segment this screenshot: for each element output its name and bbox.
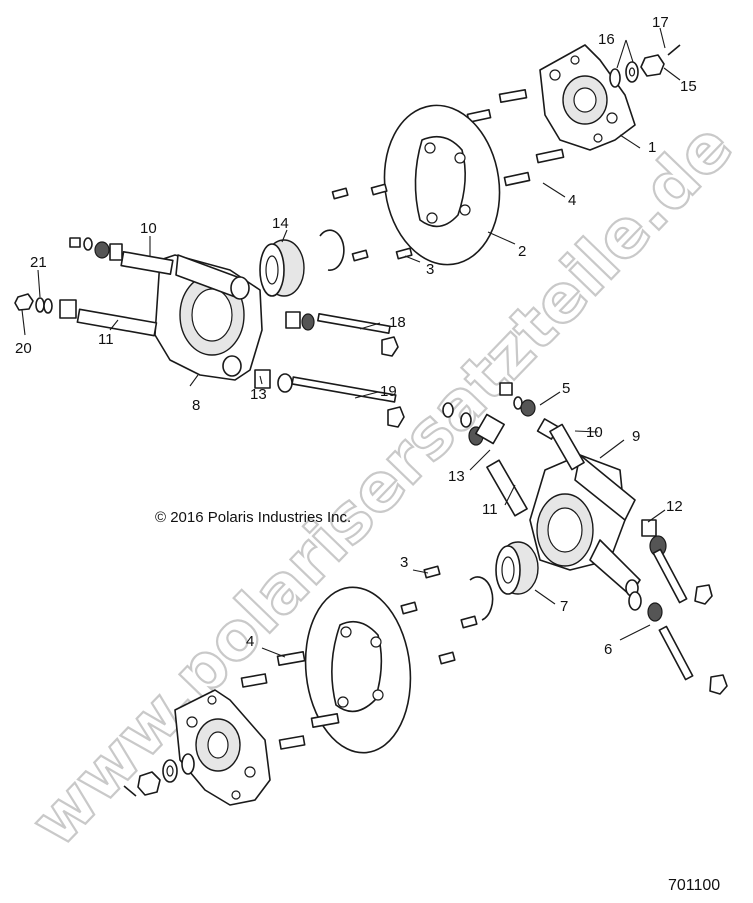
- callout-7: 7: [560, 598, 568, 615]
- callout-10b: 10: [586, 424, 603, 441]
- lug-studs-lower: [240, 651, 340, 750]
- cotter-pin-17: [667, 44, 681, 56]
- washers-16: [609, 61, 639, 88]
- bearing-upper: [259, 239, 305, 297]
- brake-disc-upper: [383, 104, 501, 266]
- callout-20: 20: [15, 340, 32, 357]
- callout-17: 17: [652, 14, 669, 31]
- callout-numbers: 1 2 3 3 4 4 5 6 7 8 9 10 10 11 11 12 13 …: [15, 14, 697, 658]
- callout-13b: 13: [448, 468, 465, 485]
- disc-bolts-upper: [331, 183, 413, 262]
- bearing-lower: [495, 541, 539, 595]
- callout-16: 16: [598, 31, 615, 48]
- callout-15: 15: [680, 78, 697, 95]
- callout-8: 8: [192, 397, 200, 414]
- callout-9: 9: [632, 428, 640, 445]
- brake-disc-lower: [304, 586, 412, 754]
- knuckle-upper: [154, 254, 263, 381]
- callout-18: 18: [389, 314, 406, 331]
- leader-lines: [21, 27, 681, 658]
- callout-6: 6: [604, 641, 612, 658]
- callout-21: 21: [30, 254, 47, 271]
- sleeve-10-upper: [120, 250, 174, 276]
- document-number: 701100: [668, 877, 720, 894]
- callout-5: 5: [562, 380, 570, 397]
- disc-bolts-lower: [400, 565, 478, 665]
- callout-3a: 3: [426, 261, 434, 278]
- callout-4b: 4: [246, 633, 254, 650]
- callout-2: 2: [518, 243, 526, 260]
- sleeve-11-upper: [76, 308, 158, 337]
- knuckle-lower: [529, 454, 641, 597]
- callout-11a: 11: [98, 331, 114, 348]
- callout-4a: 4: [568, 192, 576, 209]
- callout-11b: 11: [482, 501, 498, 518]
- callout-12: 12: [666, 498, 683, 515]
- callout-19: 19: [380, 383, 397, 400]
- copyright-notice: © 2016 Polaris Industries Inc.: [155, 509, 351, 526]
- hub-upper: [539, 44, 636, 151]
- callout-3b: 3: [400, 554, 408, 571]
- callout-14: 14: [272, 215, 289, 232]
- castle-nut-15: [640, 54, 665, 77]
- hub-lower: [174, 689, 271, 806]
- callout-1: 1: [648, 139, 656, 156]
- washers-nut-lower: [123, 753, 195, 797]
- snap-ring-lower: [469, 576, 494, 621]
- bolts-upper: [254, 311, 405, 428]
- callout-10a: 10: [140, 220, 157, 237]
- small-hardware-upper-left: [14, 237, 123, 319]
- hardware-lower-knuckle: [442, 382, 728, 695]
- snap-ring-upper: [319, 229, 345, 271]
- callout-13a: 13: [250, 386, 267, 403]
